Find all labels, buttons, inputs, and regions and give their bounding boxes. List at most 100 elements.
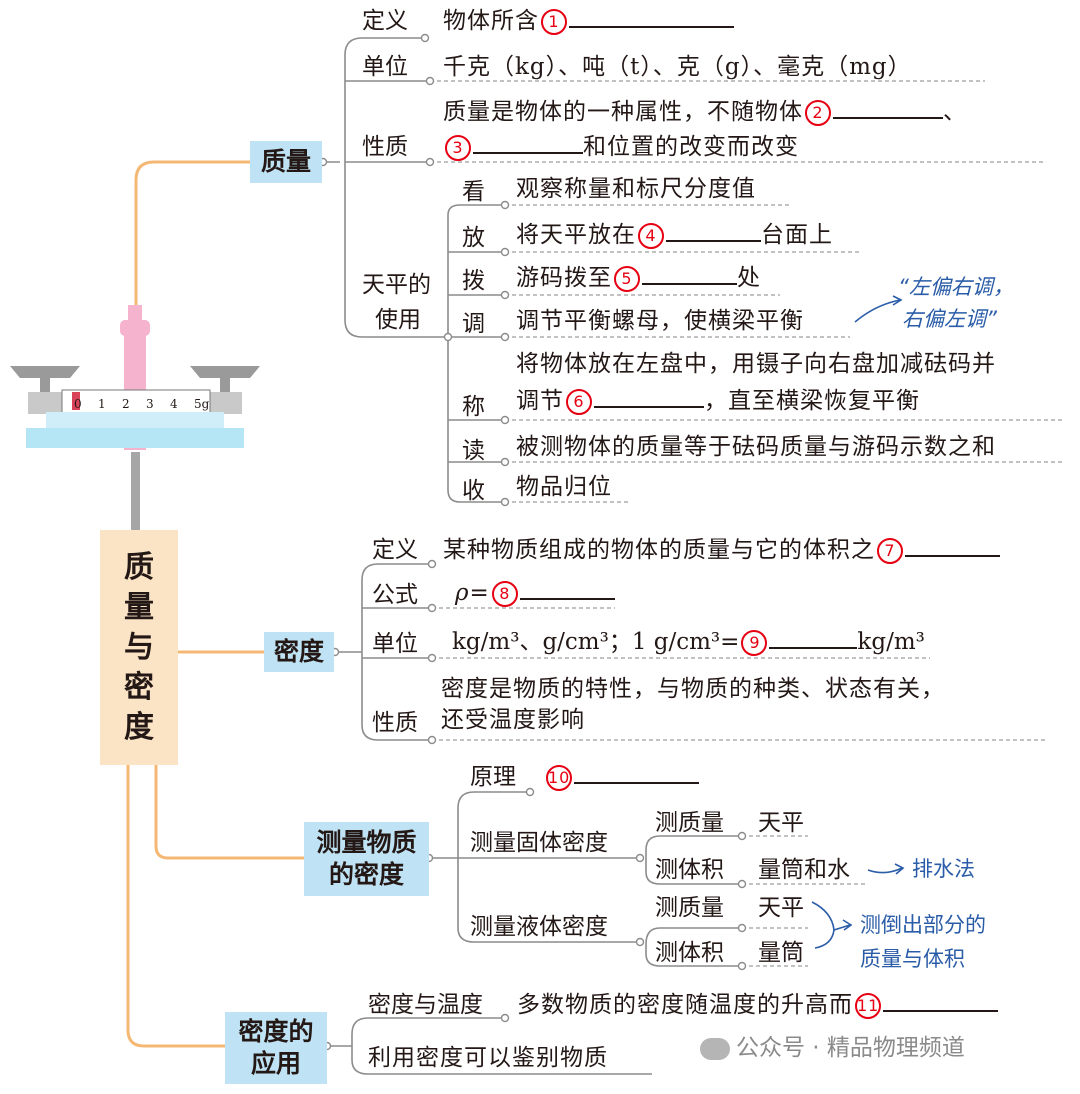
liquid-volume-text: 量筒 bbox=[758, 940, 804, 966]
solid-volume-label: 测体积 bbox=[655, 857, 724, 883]
step-text: 调节 bbox=[516, 388, 564, 414]
root-char: 密 bbox=[124, 669, 154, 705]
balance-pole bbox=[131, 452, 140, 530]
mass-unit-text: 千克（kg）、吨（t）、克（g）、毫克（mg） bbox=[443, 54, 912, 80]
blank-number: 5 bbox=[614, 266, 640, 292]
answer-blank bbox=[905, 535, 1000, 557]
liquid-density-label: 测量液体密度 bbox=[470, 914, 608, 940]
scale-mark: 2 bbox=[122, 397, 130, 411]
principle-row: 10 bbox=[544, 762, 699, 792]
mass-node: 质量 bbox=[250, 141, 322, 183]
root-char: 质 bbox=[124, 549, 154, 585]
scale-mark: 0 bbox=[74, 397, 82, 411]
blank-number: 2 bbox=[805, 100, 831, 126]
solid-mass-label: 测质量 bbox=[655, 810, 724, 836]
root-topic: 质 量 与 密 度 bbox=[100, 530, 178, 765]
root-char: 度 bbox=[124, 709, 154, 745]
density-node: 密度 bbox=[264, 632, 334, 672]
adjust-note-line1: “左偏右调， bbox=[898, 275, 1014, 299]
measure-title-line: 测量物质 bbox=[316, 828, 417, 857]
liquid-note-line1: 测倒出部分的 bbox=[860, 913, 986, 937]
step-text: 游码拨至 bbox=[516, 265, 612, 291]
density-formula-label: 公式 bbox=[372, 582, 418, 608]
node-dots bbox=[318, 33, 747, 1051]
application-title-line: 应用 bbox=[250, 1049, 301, 1078]
balance-scale-marks: 0 1 2 3 4 5g bbox=[74, 396, 214, 412]
adjust-note-line2: 右偏左调” bbox=[902, 307, 997, 331]
watermark-text: 公众号 · 精品物理频道 bbox=[736, 1035, 965, 1061]
blank-number: 4 bbox=[638, 223, 664, 249]
root-char: 与 bbox=[124, 629, 154, 665]
main-branches bbox=[126, 160, 304, 1048]
step-text: 将物体放在左盘中，用镊子向右盘加减砝码并 bbox=[516, 351, 996, 377]
density-unit-text: kg/m³、g/cm³；1 g/cm³= bbox=[452, 629, 740, 655]
step-text: 调节平衡螺母，使横梁平衡 bbox=[516, 308, 804, 334]
balance-scale-illustration bbox=[10, 305, 260, 450]
step-text: 物品归位 bbox=[516, 474, 612, 500]
step-text: 观察称量和标尺分度值 bbox=[516, 176, 756, 202]
mass-prop-text: 质量是物体的一种属性，不随物体 bbox=[443, 99, 803, 125]
root-char: 量 bbox=[124, 589, 154, 625]
density-formula-row: ρ=8 bbox=[455, 578, 615, 608]
step-text-after: 台面上 bbox=[761, 222, 833, 248]
sub-branches bbox=[323, 37, 742, 1075]
step-label: 看 bbox=[462, 179, 485, 205]
blank-number: 11 bbox=[855, 993, 881, 1019]
solid-mass-text: 天平 bbox=[758, 810, 804, 836]
liquid-mass-label: 测质量 bbox=[655, 895, 724, 921]
answer-blank bbox=[883, 990, 998, 1012]
balance-label-line2: 使用 bbox=[375, 307, 421, 333]
step-label: 收 bbox=[462, 478, 485, 504]
scale-mark: 4 bbox=[170, 397, 178, 411]
answer-blank bbox=[666, 220, 761, 242]
mass-def-label: 定义 bbox=[362, 8, 408, 34]
blank-number: 1 bbox=[541, 9, 567, 35]
scale-mark: 1 bbox=[98, 397, 106, 411]
step-label: 读 bbox=[462, 438, 485, 464]
mass-prop-label: 性质 bbox=[362, 134, 408, 160]
identify-text: 利用密度可以鉴别物质 bbox=[368, 1045, 608, 1071]
solid-volume-text: 量筒和水 bbox=[758, 857, 850, 883]
blank-number: 10 bbox=[546, 765, 572, 791]
step-text-after: 处 bbox=[737, 265, 761, 291]
measure-title-line: 的密度 bbox=[328, 860, 404, 889]
blank-number: 6 bbox=[566, 389, 592, 415]
balance-label-line1: 天平的 bbox=[362, 272, 431, 298]
step-label: 调 bbox=[462, 311, 485, 337]
mass-def-text: 物体所含 bbox=[443, 8, 539, 34]
blank-number: 7 bbox=[877, 538, 903, 564]
answer-blank bbox=[574, 762, 699, 784]
step-label: 放 bbox=[462, 225, 485, 251]
density-application-node: 密度的 应用 bbox=[225, 1012, 327, 1084]
blank-number: 9 bbox=[741, 630, 768, 656]
liquid-note-line2: 质量与体积 bbox=[860, 947, 965, 971]
scale-mark: 3 bbox=[146, 397, 154, 411]
density-def-text: 某种物质组成的物体的质量与它的体积之 bbox=[443, 537, 875, 563]
density-unit-label: 单位 bbox=[372, 631, 418, 657]
answer-blank bbox=[473, 132, 583, 154]
liquid-mass-text: 天平 bbox=[758, 895, 804, 921]
note-arrows bbox=[811, 295, 905, 949]
step-text: 将天平放在 bbox=[516, 222, 636, 248]
mass-prop-end: 、 bbox=[943, 99, 967, 125]
blank-number: 8 bbox=[491, 581, 518, 607]
answer-blank bbox=[642, 263, 737, 285]
solid-density-label: 测量固体密度 bbox=[470, 830, 608, 856]
step-label: 拨 bbox=[462, 268, 485, 294]
blank-number: 3 bbox=[445, 135, 471, 161]
scale-mark: 5g bbox=[194, 397, 210, 411]
temperature-text: 多数物质的密度随温度的升高而 bbox=[517, 992, 853, 1018]
watermark: 公众号 · 精品物理频道 bbox=[700, 1033, 965, 1063]
wechat-icon bbox=[700, 1037, 730, 1060]
step-text-after: ，直至横梁恢复平衡 bbox=[704, 388, 920, 414]
